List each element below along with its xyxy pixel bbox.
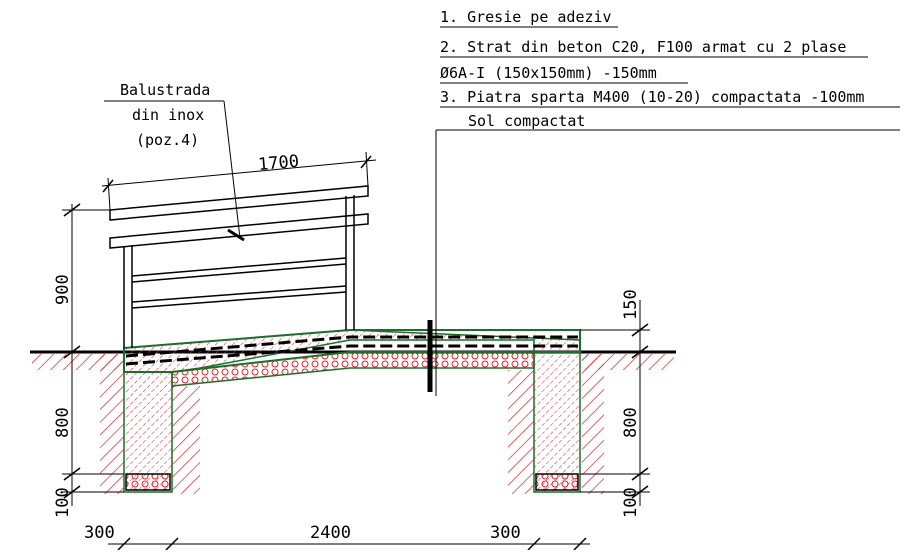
- dim-1700-ext-r: [365, 151, 369, 187]
- dim-label-right-300: 300: [490, 523, 521, 543]
- base-pad-right: [535, 473, 579, 491]
- balustrade-line-1: Balustrada: [120, 81, 210, 99]
- railing: [109, 185, 369, 348]
- base-pad-left: [125, 473, 171, 491]
- dim-label-150: 150: [621, 289, 641, 320]
- note-line-3: Ø6A-I (150x150mm) -150mm: [440, 64, 657, 82]
- soil-hatch-left-wall: [100, 354, 124, 494]
- balustrade-label: Balustrada din inox (poz.4): [120, 81, 210, 149]
- dim-1700-tick-l: [102, 179, 114, 193]
- dim-label-900: 900: [53, 274, 73, 305]
- note-line-1: 1. Gresie pe adeziv: [440, 8, 612, 26]
- dim-1700-ext-l: [107, 177, 111, 211]
- dim-label-right-100: 100: [621, 487, 641, 518]
- dim-label-left-800: 800: [53, 407, 73, 438]
- soil-hatch-right-wall: [582, 354, 604, 494]
- dim-1700-tick-r: [360, 155, 372, 169]
- concrete-slab: [123, 329, 581, 373]
- soil-hatch-inner-right: [508, 370, 534, 494]
- soil-hatch-inner: [172, 386, 200, 494]
- rebar-top: [125, 335, 578, 358]
- dim-label-left-100: 100: [53, 487, 73, 518]
- dim-label-left-300: 300: [84, 523, 115, 543]
- rebar-bottom: [125, 344, 578, 366]
- dim-1700-line: [101, 159, 377, 187]
- note-line-5: Sol compactat: [468, 112, 585, 130]
- note-line-2: 2. Strat din beton C20, F100 armat cu 2 …: [440, 38, 846, 56]
- dim-label-2400: 2400: [310, 523, 351, 543]
- balustrade-leader-diag: [223, 100, 241, 239]
- notes-block: 1. Gresie pe adeziv 2. Strat din beton C…: [440, 8, 900, 130]
- balustrade-line-2: din inox: [132, 106, 204, 124]
- dim-label-1700: 1700: [257, 152, 300, 175]
- balustrade-tick: [227, 228, 245, 242]
- soil-hatch-right: [582, 354, 674, 370]
- note-line-4: 3. Piatra sparta M400 (10-20) compactata…: [440, 88, 864, 106]
- balustrade-line-3: (poz.4): [136, 131, 199, 149]
- dim-label-right-800: 800: [621, 407, 641, 438]
